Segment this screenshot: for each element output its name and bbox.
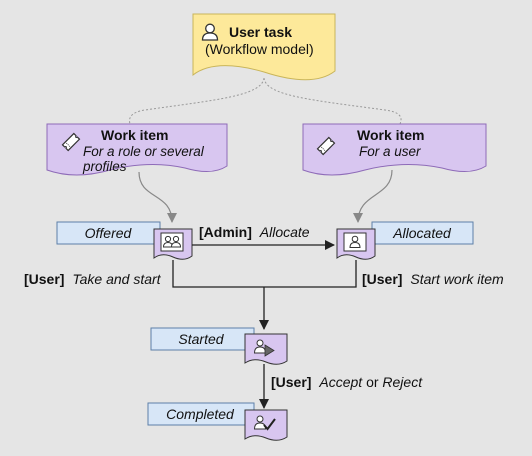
transition-reject-action: Reject (382, 374, 423, 390)
group-icon (160, 232, 184, 252)
ticket-icon (61, 132, 81, 152)
user-task-title: User task (229, 24, 292, 40)
work-item-role-node: Work item For a role or several profiles (46, 123, 228, 176)
state-offered: Offered (56, 221, 193, 260)
dashed-connector-left (129, 77, 265, 125)
transition-start-work-item-action: Start work item (410, 271, 504, 287)
dashed-connector-right (263, 77, 402, 125)
arrow-user-to-allocated (353, 169, 393, 223)
user-check-icon (253, 415, 276, 431)
user-task-subtitle: (Workflow model) (205, 41, 314, 57)
work-item-user-title: Work item (357, 127, 424, 143)
connector-offered-down (172, 260, 264, 288)
transition-allocate-label: [Admin] Allocate (199, 224, 310, 240)
state-started-label: Started (178, 331, 224, 347)
work-item-role-desc-line2: profiles (82, 159, 127, 174)
transition-take-start-action: Take and start (72, 271, 161, 287)
transition-accept-reject-label: [User] Accept or Reject (271, 374, 423, 390)
arrow-role-to-offered (138, 171, 177, 223)
transition-start-work-item-label: [User] Start work item (362, 271, 504, 287)
state-completed: Completed (147, 402, 288, 441)
work-item-role-desc-line1: For a role or several (83, 144, 205, 159)
transition-accept-action: Accept (318, 374, 363, 390)
transition-allocate-action: Allocate (259, 224, 310, 240)
user-icon (343, 232, 367, 252)
connector-allocated-down (264, 260, 357, 288)
transition-allocate-role: [Admin] (199, 224, 252, 240)
work-item-user-node: Work item For a user (302, 123, 487, 176)
transition-accept-reject-conj: or (366, 374, 382, 390)
state-completed-label: Completed (166, 406, 235, 422)
state-started: Started (150, 327, 288, 365)
state-allocated: Allocated (336, 221, 474, 260)
work-item-user-desc-line1: For a user (359, 144, 421, 159)
user-task-node: User task (Workflow model) (192, 13, 336, 81)
transition-start-work-item-role: [User] (362, 271, 402, 287)
transition-take-start-label: [User] Take and start (24, 271, 162, 287)
transition-take-start-role: [User] (24, 271, 64, 287)
user-icon (201, 23, 219, 41)
ticket-icon (316, 136, 336, 156)
user-play-icon (253, 339, 275, 357)
transition-accept-reject-role: [User] (271, 374, 311, 390)
state-allocated-label: Allocated (392, 225, 452, 241)
state-offered-label: Offered (85, 225, 133, 241)
work-item-role-title: Work item (101, 127, 168, 143)
